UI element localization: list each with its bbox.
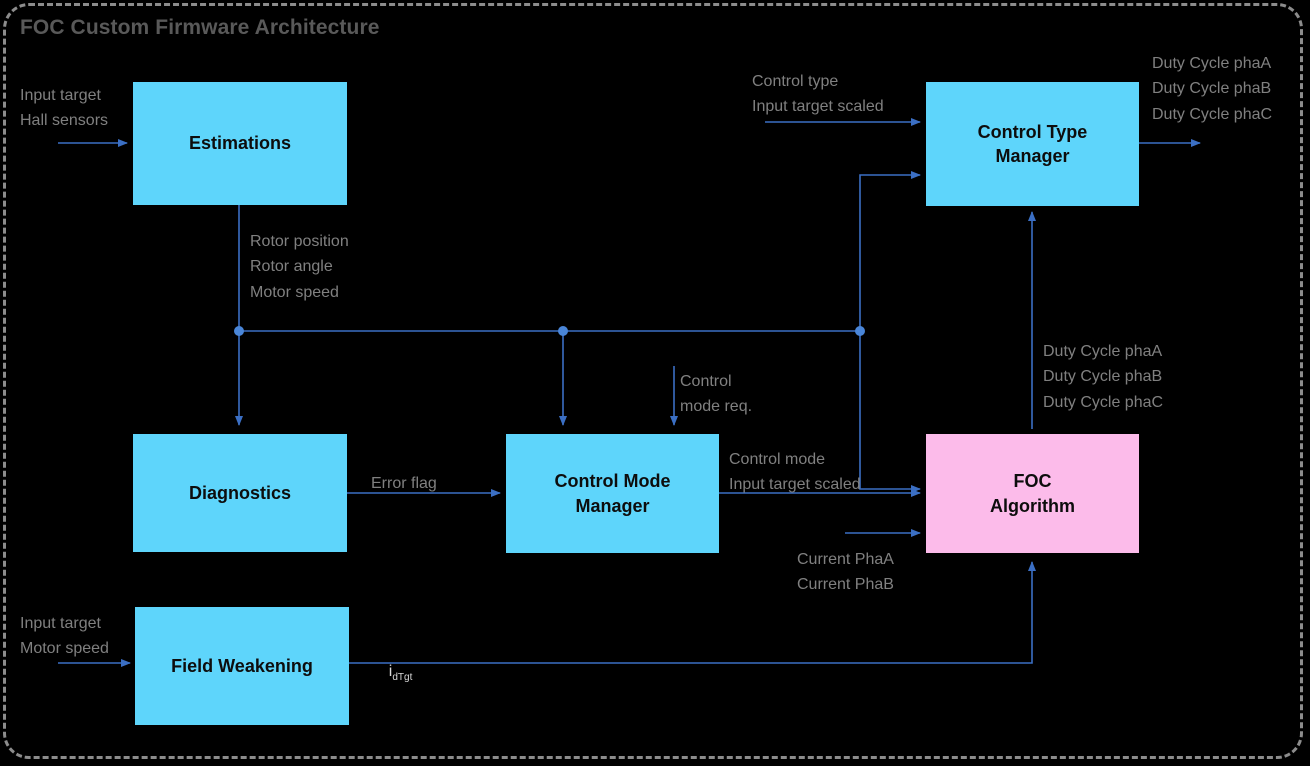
label-control-type-output: Duty Cycle phaA Duty Cycle phaB Duty Cyc… (1152, 55, 1273, 123)
block-diagnostics[interactable]: Diagnostics (133, 434, 347, 552)
junction-dot-right-riser (855, 326, 865, 336)
wire-idtgt-to-foc (349, 561, 1036, 664)
label-id-target: idTgt (371, 634, 413, 712)
label-current-input: Current PhaA Current PhaB (797, 551, 894, 594)
block-foc-algorithm[interactable]: FOC Algorithm (926, 434, 1139, 553)
block-control-mode-manager[interactable]: Control Mode Manager (506, 434, 719, 553)
junction-dots (234, 326, 865, 336)
junction-dot-control-mode (558, 326, 568, 336)
diagram-title: FOC Custom Firmware Architecture (20, 16, 380, 39)
block-estimations[interactable]: Estimations (133, 82, 347, 205)
label-control-mode-req: Control mode req. (680, 373, 753, 416)
label-control-mode-to-foc: Control mode Input target scaled (729, 451, 861, 494)
wire-bus-to-control-type-manager (859, 171, 921, 331)
label-control-type-input: Control type Input target scaled (752, 73, 884, 116)
label-id-target-sub: dTgt (392, 672, 413, 684)
label-foc-to-control-type: Duty Cycle phaA Duty Cycle phaB Duty Cyc… (1043, 343, 1164, 411)
label-error-flag: Error flag (371, 475, 437, 492)
label-estimations-input: Input target Hall sensors (20, 87, 109, 130)
block-field-weakening[interactable]: Field Weakening (135, 607, 349, 725)
block-control-type-manager[interactable]: Control Type Manager (926, 82, 1139, 206)
wire-bus-to-foc-algorithm (859, 331, 921, 493)
label-field-weakening-input: Input target Motor speed (20, 615, 109, 658)
label-estimations-output: Rotor position Rotor angle Motor speed (250, 233, 349, 301)
label-id-target-main: i (388, 663, 393, 681)
junction-dot-estimations (234, 326, 244, 336)
